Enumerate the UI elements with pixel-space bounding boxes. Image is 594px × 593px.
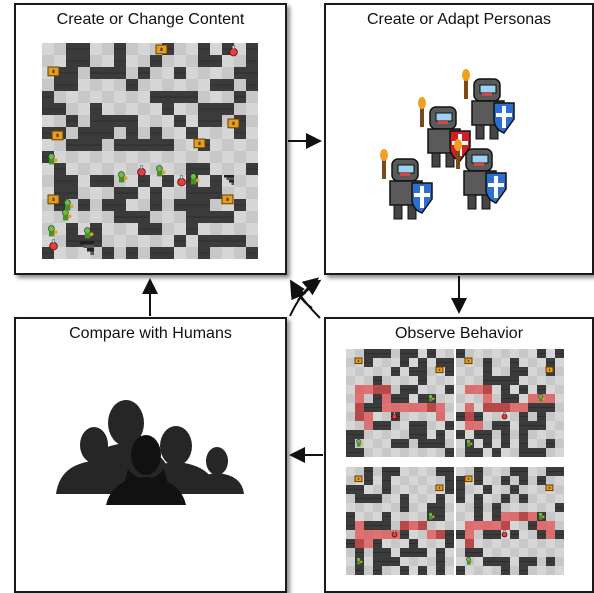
dungeon-grid <box>42 43 258 259</box>
panel-title: Observe Behavior <box>394 325 524 342</box>
potion-icon <box>501 412 508 420</box>
potion-icon <box>391 412 398 420</box>
goblin-icon <box>428 512 435 520</box>
panel-observe-behavior: Observe Behavior <box>324 317 594 593</box>
potion-icon <box>49 239 58 251</box>
goblin-icon <box>118 171 128 183</box>
potion-icon <box>229 45 238 57</box>
people-silhouette-icon <box>56 400 244 505</box>
treasure-chest-icon <box>545 366 554 374</box>
arrow-compare-to-personas <box>289 277 320 317</box>
panel-compare-humans: Compare with Humans <box>14 317 287 593</box>
treasure-chest-icon <box>545 484 554 492</box>
potion-icon <box>501 530 508 538</box>
potion-icon <box>137 165 146 177</box>
treasure-chest-icon <box>227 118 240 129</box>
treasure-chest-icon <box>51 130 64 141</box>
treasure-chest-icon <box>435 484 444 492</box>
treasure-chest-icon <box>464 475 473 483</box>
treasure-chest-icon <box>47 66 60 77</box>
treasure-chest-icon <box>464 357 473 365</box>
goblin-icon <box>356 557 363 565</box>
goblin-icon <box>84 227 94 239</box>
goblin-icon <box>466 439 473 447</box>
treasure-chest-icon <box>354 357 363 365</box>
goblin-icon <box>538 512 545 520</box>
goblin-icon <box>156 165 166 177</box>
treasure-chest-icon <box>435 366 444 374</box>
treasure-chest-icon <box>47 194 60 205</box>
arrow-observe-to-content <box>289 279 321 319</box>
potion-icon <box>391 530 398 538</box>
personas-illustration <box>380 69 515 220</box>
goblin-icon <box>428 394 435 402</box>
goblin-icon <box>466 557 473 565</box>
goblin-icon <box>64 199 74 211</box>
potion-icon <box>177 175 186 187</box>
goblin-icon <box>48 225 58 237</box>
panel-title: Create or Adapt Personas <box>366 11 552 28</box>
knight-icon <box>380 149 433 220</box>
dungeon-grid <box>456 349 564 457</box>
knight-icon <box>462 69 515 140</box>
panel-create-content: Create or Change Content <box>14 3 287 275</box>
stairs-icon <box>224 175 234 185</box>
knight-icon <box>418 97 471 168</box>
behavior-maps <box>346 349 564 575</box>
dungeon-grid <box>456 467 564 575</box>
treasure-chest-icon <box>155 44 168 55</box>
stairs-icon <box>80 241 94 255</box>
goblin-icon <box>190 173 200 185</box>
panel-create-personas: Create or Adapt Personas <box>324 3 594 275</box>
knight-icon <box>454 139 507 210</box>
goblin-icon <box>48 153 58 165</box>
panel-title: Compare with Humans <box>69 325 232 342</box>
panel-title: Create or Change Content <box>56 11 245 28</box>
treasure-chest-icon <box>193 138 206 149</box>
goblin-icon <box>538 394 545 402</box>
dungeon-grid <box>346 467 454 575</box>
goblin-icon <box>62 209 72 221</box>
dungeon-map <box>42 43 258 259</box>
treasure-chest-icon <box>221 194 234 205</box>
treasure-chest-icon <box>354 475 363 483</box>
goblin-icon <box>356 439 363 447</box>
dungeon-grid <box>346 349 454 457</box>
